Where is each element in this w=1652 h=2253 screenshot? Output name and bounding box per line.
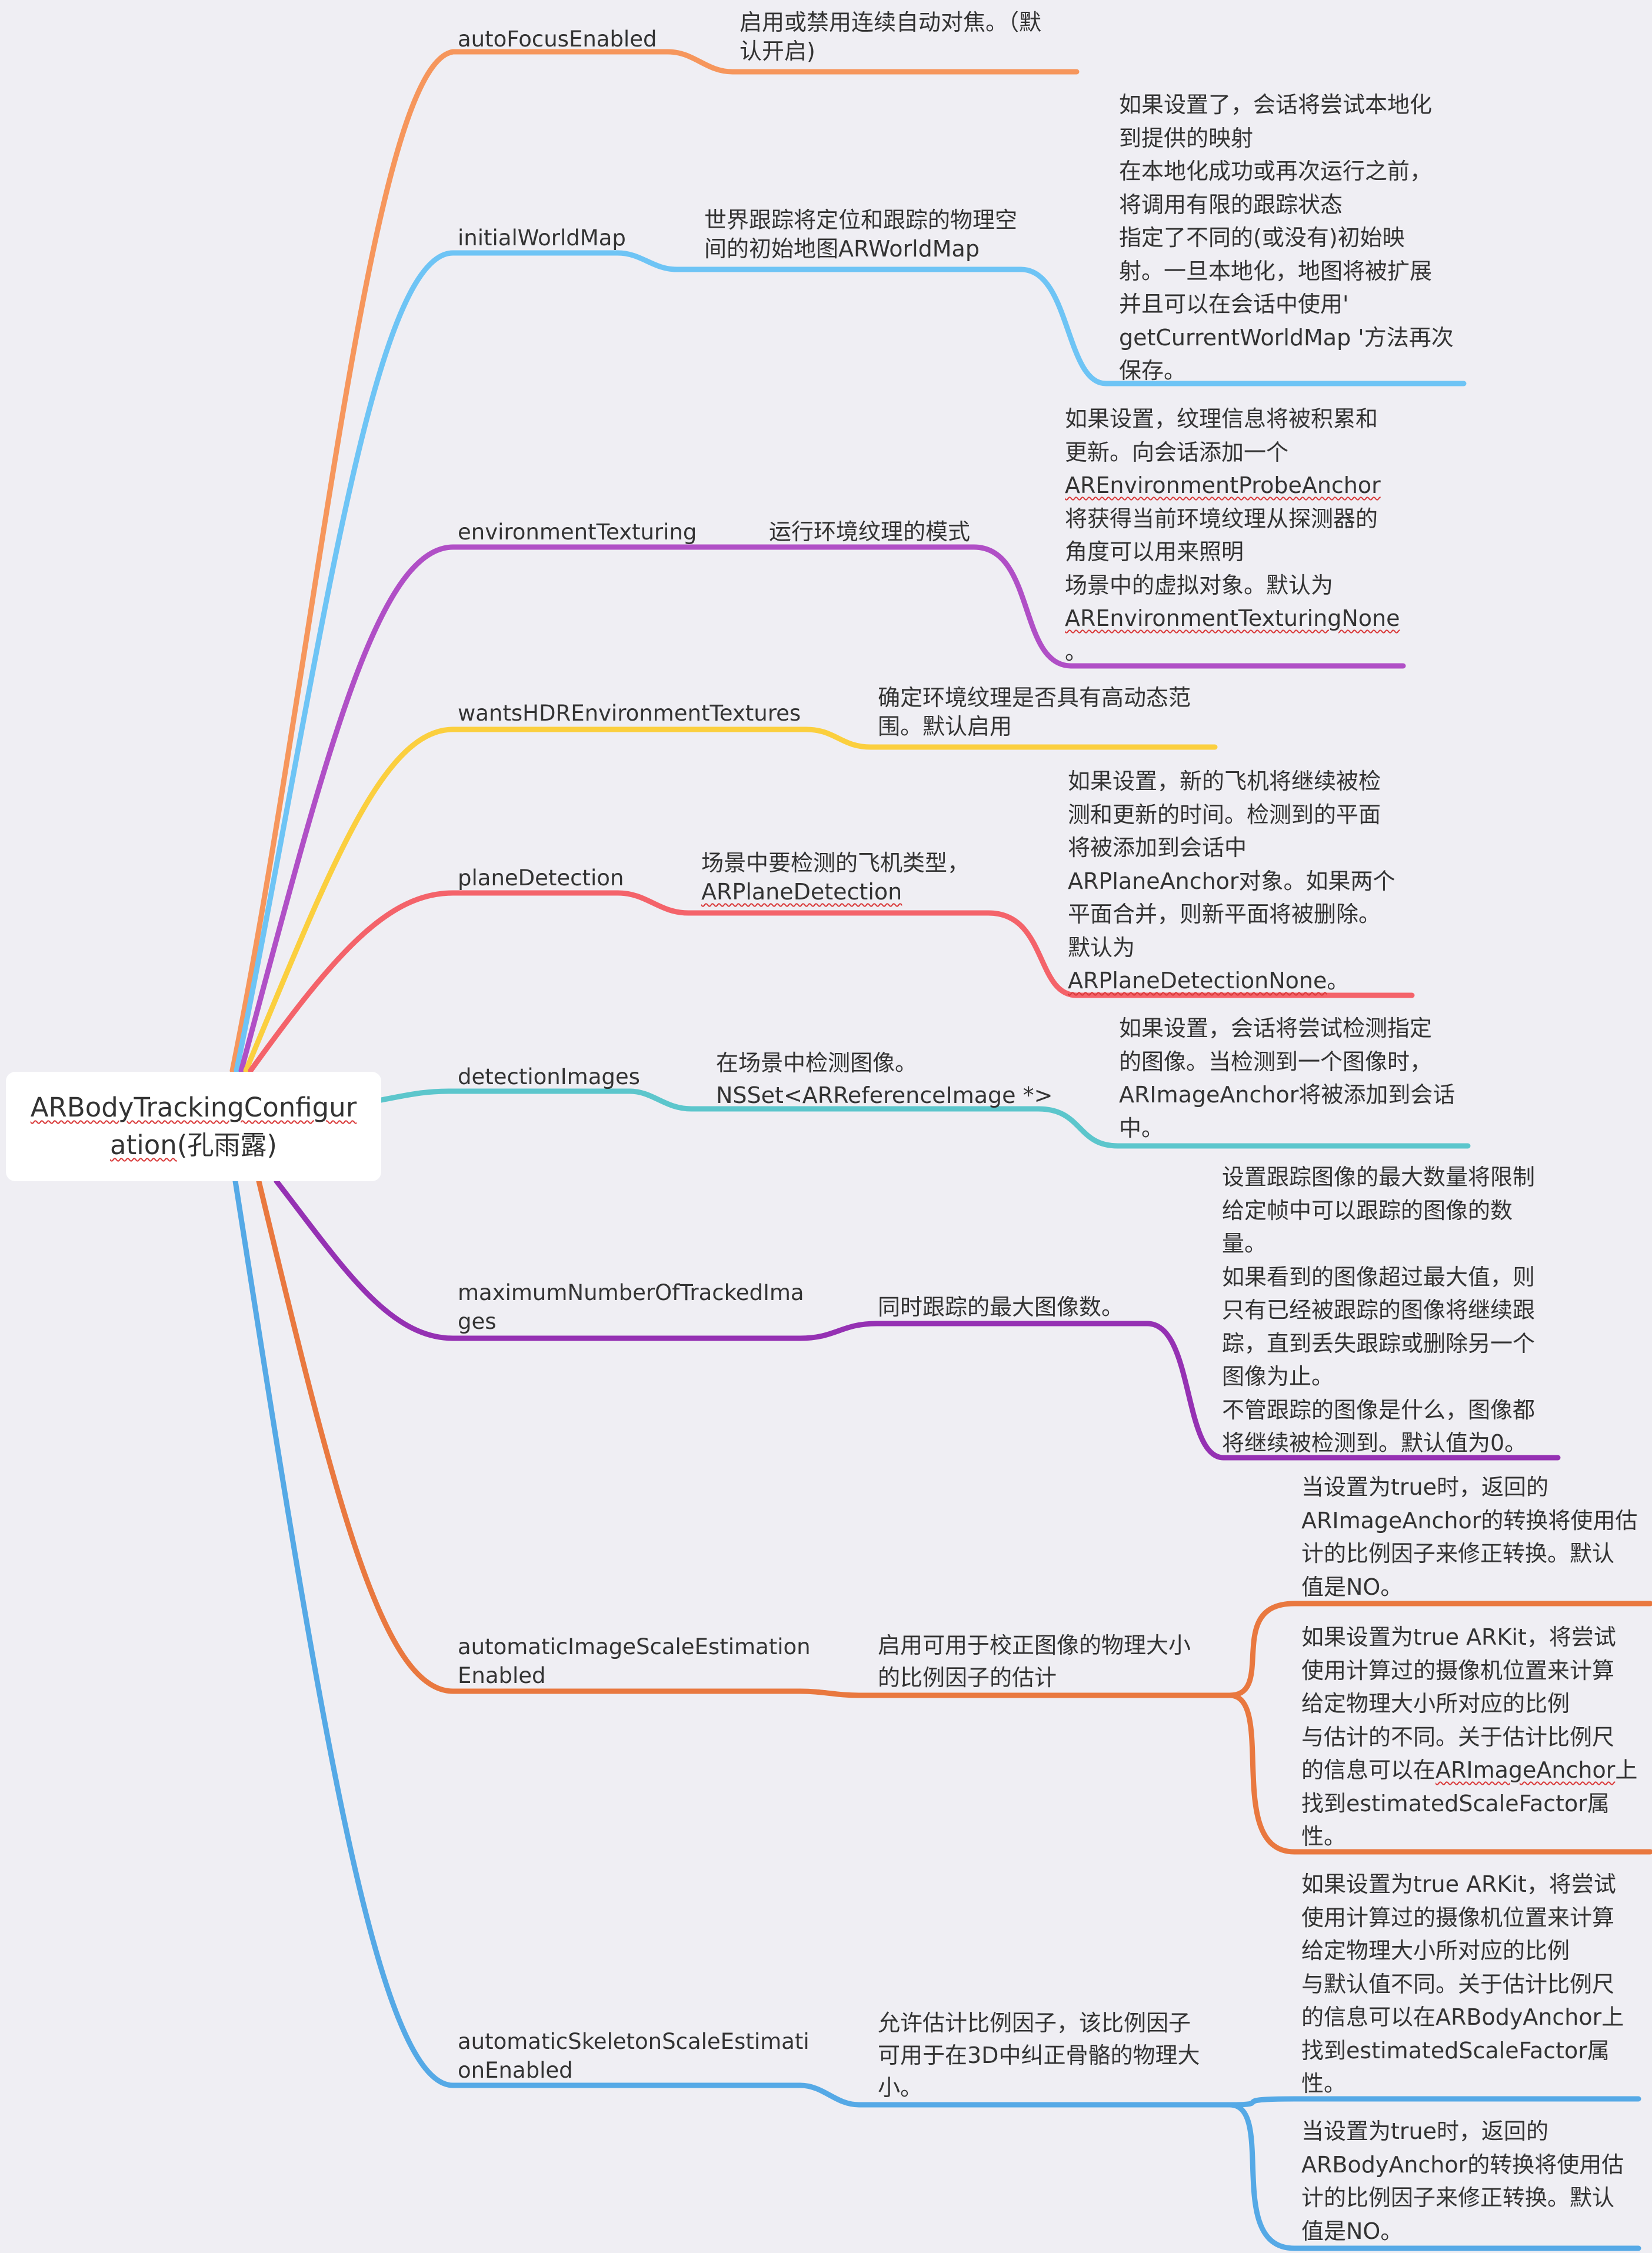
root-title-line1: ARBodyTrackingConfigur — [30, 1092, 357, 1123]
detail-detectionimages[interactable]: 如果设置，会话将尝试检测指定 的图像。当检测到一个图像时， ARImageAnc… — [1119, 1015, 1456, 1141]
detail-maximumnumberoftrackedimages[interactable]: 设置跟踪图像的最大数量将限制 给定帧中可以跟踪的图像的数 量。 如果看到的图像超… — [1222, 1164, 1536, 1456]
branch-connector-imagescale — [256, 1178, 1652, 1855]
desc-initialworldmap[interactable]: 世界跟踪将定位和跟踪的物理空 间的初始地图ARWorldMap — [704, 207, 1018, 262]
detail-imagescale-image-anchor: ARImageAnchor — [1435, 1757, 1616, 1783]
desc-maximumnumberoftrackedimages[interactable]: 同时跟踪的最大图像数。 — [878, 1294, 1124, 1320]
desc-planedetection[interactable]: 场景中要检测的飞机类型， ARPlaneDetection — [701, 849, 970, 906]
branch-connector-planedetection — [248, 890, 1415, 1074]
root-node[interactable]: ARBodyTrackingConfigur ation(孔雨露) — [6, 1072, 381, 1181]
branch-connector-detectionimages — [378, 1088, 1471, 1149]
detail-environmenttexturing-text-b: 将获得当前环境纹理从探测器的 角度可以用来照明 场景中的虚拟对象。默认为 — [1065, 505, 1378, 598]
desc-planedetection-type: ARPlaneDetection — [701, 879, 902, 905]
desc-detectionimages[interactable]: 在场景中检测图像。 NSSet<ARReferenceImage *> — [716, 1050, 1053, 1108]
detail-environmenttexturing-text-c: 。 — [1065, 638, 1088, 665]
branch-connector-skeletonscale — [232, 1178, 1641, 2251]
detail-planedetection-text-b: 。 — [1327, 968, 1350, 994]
desc-autofocusenabled[interactable]: 启用或禁用连续自动对焦。（默 认开启) — [740, 9, 1042, 64]
desc-automaticskeletonscaleestimationenabled[interactable]: 允许估计比例因子，该比例因子 可用于在3D中纠正骨骼的物理大 小。 — [878, 2010, 1200, 2101]
desc-environmenttexturing[interactable]: 运行环境纹理的模式 — [769, 519, 971, 545]
node-initialworldmap[interactable]: initialWorldMap — [458, 225, 626, 251]
detail-environmenttexturing-probe-anchor: AREnvironmentProbeAnchor — [1065, 472, 1381, 498]
detail-environmenttexturing-none: AREnvironmentTexturingNone — [1065, 605, 1400, 631]
detail-environmenttexturing-text-a: 如果设置，纹理信息将被积累和 更新。向会话添加一个 — [1065, 406, 1378, 465]
branch-connector-wantshdr — [243, 726, 1218, 1074]
detail-planedetection-none: ARPlaneDetectionNone — [1068, 968, 1327, 994]
root-title-author: (孔雨露) — [176, 1129, 277, 1161]
detail-imagescale-estimation-text-b: 上 找到estimatedScaleFactor属 性。 — [1301, 1757, 1638, 1849]
branch-connector-maxtrackedimages — [274, 1178, 1561, 1461]
detail-skeletonscale-conversion[interactable]: 当设置为true时，返回的 ARBodyAnchor的转换将使用估 计的比例因子… — [1301, 2118, 1624, 2244]
node-automaticimagescaleestimationenabled[interactable]: automaticImageScaleEstimation Enabled — [458, 1634, 811, 1688]
detail-imagescale-estimation-text-a: 如果设置为true ARKit，将尝试 使用计算过的摄像机位置来计算 给定物理大… — [1301, 1624, 1616, 1783]
node-wantshdrenvironmenttextures[interactable]: wantsHDREnvironmentTextures — [458, 701, 801, 726]
node-planedetection[interactable]: planeDetection — [458, 865, 624, 891]
branch-connector-environmenttexturing — [238, 544, 1406, 1074]
desc-planedetection-text: 场景中要检测的飞机类型， — [701, 850, 970, 876]
detail-skeletonscale-estimation[interactable]: 如果设置为true ARKit，将尝试 使用计算过的摄像机位置来计算 给定物理大… — [1301, 1871, 1624, 2097]
detail-initialworldmap[interactable]: 如果设置了，会话将尝试本地化 到提供的映射 在本地化成功或再次运行之前， 将调用… — [1119, 92, 1454, 384]
node-autofocusenabled[interactable]: autoFocusEnabled — [458, 26, 657, 52]
branch-connector-initialworldmap — [234, 250, 1467, 1074]
desc-wantshdrenvironmenttextures[interactable]: 确定环境纹理是否具有高动态范 围。默认启用 — [878, 685, 1191, 739]
node-automaticskeletonscaleestimationenabled[interactable]: automaticSkeletonScaleEstimati onEnabled — [458, 2029, 810, 2083]
detail-planedetection-text-a: 如果设置，新的飞机将继续被检 测和更新的时间。检测到的平面 将被添加到会话中 A… — [1068, 768, 1395, 961]
node-detectionimages[interactable]: detectionImages — [458, 1064, 640, 1089]
detail-imagescale-conversion[interactable]: 当设置为true时，返回的 ARImageAnchor的转换将使用估 计的比例因… — [1301, 1474, 1638, 1600]
node-maximumnumberoftrackedimages[interactable]: maximumNumberOfTrackedIma ges — [458, 1280, 804, 1334]
detail-environmenttexturing[interactable]: 如果设置，纹理信息将被积累和 更新。向会话添加一个 AREnvironmentP… — [1065, 402, 1400, 668]
node-environmenttexturing[interactable]: environmentTexturing — [458, 519, 697, 545]
desc-automaticimagescaleestimationenabled[interactable]: 启用可用于校正图像的物理大小 的比例因子的估计 — [878, 1632, 1191, 1691]
detail-imagescale-estimation[interactable]: 如果设置为true ARKit，将尝试 使用计算过的摄像机位置来计算 给定物理大… — [1301, 1621, 1637, 1854]
branch-connector-autofocus — [229, 49, 1080, 1074]
detail-planedetection[interactable]: 如果设置，新的飞机将继续被检 测和更新的时间。检测到的平面 将被添加到会话中 A… — [1068, 765, 1395, 998]
root-title-line2: ation — [110, 1129, 177, 1161]
